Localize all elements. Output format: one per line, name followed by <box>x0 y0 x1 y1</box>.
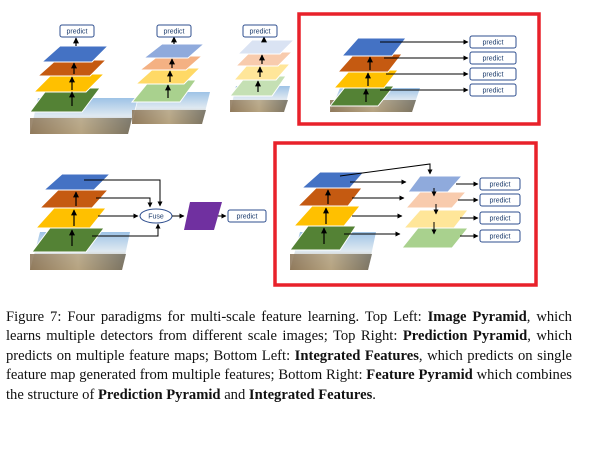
predict-label: predict <box>482 56 503 63</box>
feature-layer-blue <box>407 175 464 193</box>
caption-term: Prediction Pyramid <box>402 328 528 345</box>
panel-prediction-pyramid: predict predict predict predict <box>297 12 541 126</box>
feature-layer-blue <box>236 39 296 55</box>
panel-feature-pyramid: predict predict predict predict <box>273 141 538 287</box>
figure-diagram: predict predict predict <box>29 12 541 287</box>
predict-label: predict <box>66 29 87 36</box>
predict-box <box>227 209 267 223</box>
predict-box <box>469 35 517 49</box>
feature-layer-orange <box>404 191 468 209</box>
predict-box <box>156 24 192 38</box>
caption-term: Image Pyramid <box>427 309 527 325</box>
feature-layer-blue <box>42 173 112 191</box>
feature-layer-blue <box>142 43 206 59</box>
fused-feature-map <box>184 202 222 230</box>
predict-label: predict <box>482 72 503 79</box>
predict-box <box>479 177 521 191</box>
predict-label: predict <box>482 40 503 47</box>
feature-layer-yellow <box>34 207 108 229</box>
panel-integrated-features: Fuse predict <box>30 173 267 270</box>
predict-box <box>469 83 517 97</box>
caption-text: . <box>372 386 376 403</box>
predict-label: predict <box>489 234 510 241</box>
highlight-frame <box>297 12 541 126</box>
panel-image-pyramid: predict predict predict <box>29 24 296 134</box>
predict-label: predict <box>489 198 510 205</box>
caption-text: , which predicts on multiple feature map… <box>6 328 573 364</box>
feature-layer-yellow <box>402 209 470 229</box>
fuse-label: Fuse <box>148 214 164 221</box>
feature-layer-blue <box>300 171 366 189</box>
predict-box <box>469 67 517 81</box>
predict-box <box>479 193 521 207</box>
predict-box <box>479 229 521 243</box>
caption-text: and <box>220 386 249 403</box>
predict-label: predict <box>489 216 510 223</box>
predict-box <box>469 51 517 65</box>
predict-label: predict <box>482 88 503 95</box>
feature-layer-yellow <box>292 205 362 227</box>
predict-box <box>59 24 95 38</box>
caption-text: , which predicts on single feature map g… <box>6 347 573 384</box>
highlight-frame <box>273 141 538 287</box>
caption-text: , which learns multiple detectors from d… <box>6 309 572 345</box>
feature-layer-orange <box>296 187 364 207</box>
feature-layer-yellow <box>332 69 400 89</box>
caption-term: Integrated Features <box>248 386 373 403</box>
predict-box <box>479 211 521 225</box>
predict-label: predict <box>489 182 510 189</box>
feature-layer-orange <box>38 189 110 209</box>
feature-layer-blue <box>340 37 408 57</box>
caption-text: Figure 7: Four paradigms for multi-scale… <box>6 309 428 325</box>
caption-term: Feature Pyramid <box>366 367 473 384</box>
predict-box <box>242 24 278 38</box>
caption-term: Integrated Features <box>294 347 419 364</box>
figure-caption: Figure 7: Four paradigms for multi-scale… <box>6 308 572 405</box>
feature-layer-blue <box>40 45 110 63</box>
predict-label: predict <box>163 29 184 36</box>
predict-label: predict <box>236 214 257 221</box>
caption-text: which combines the structure of <box>6 367 572 403</box>
predict-label: predict <box>249 29 270 36</box>
feature-layer-green <box>400 227 470 249</box>
caption-term: Prediction Pyramid <box>98 386 221 403</box>
